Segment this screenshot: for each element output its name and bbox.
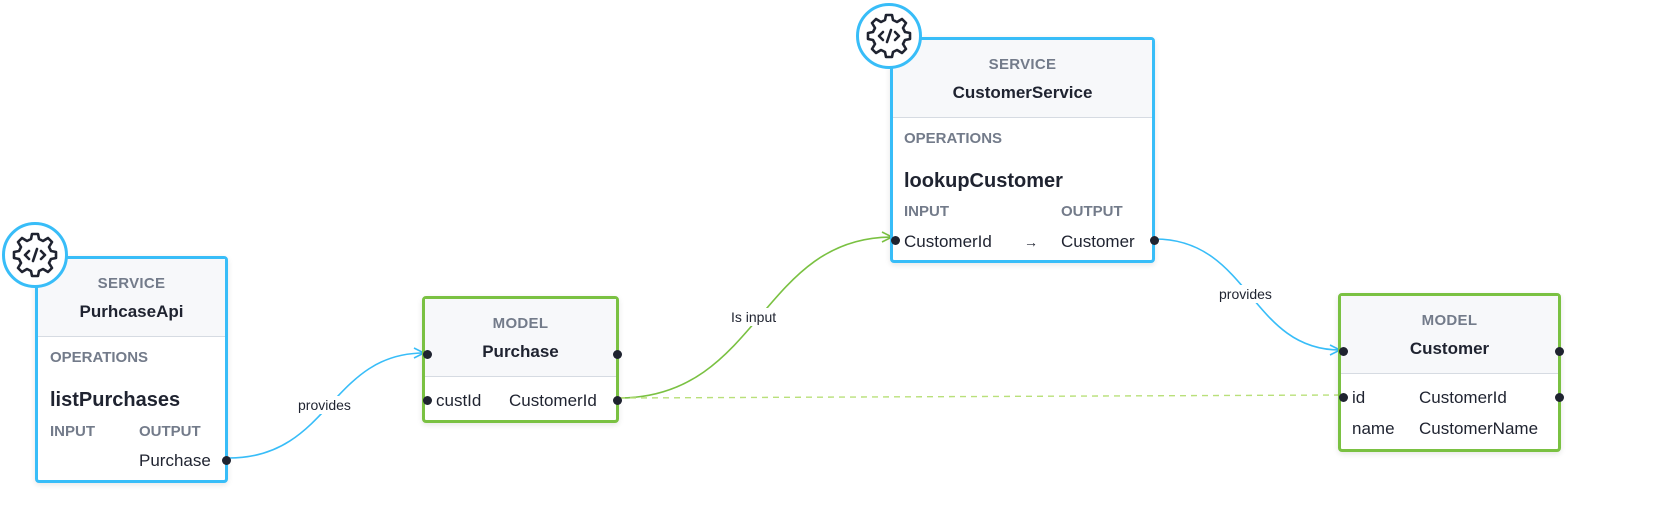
node-header: MODEL Customer xyxy=(1341,296,1558,374)
output-port[interactable] xyxy=(1150,236,1159,245)
gear-code-icon xyxy=(856,3,922,69)
node-name: PurhcaseApi xyxy=(79,302,184,321)
field-name: custId xyxy=(436,391,482,410)
operations-label: OPERATIONS xyxy=(904,130,1003,147)
output-port[interactable] xyxy=(222,456,231,465)
node-header: SERVICE PurhcaseApi xyxy=(38,259,225,337)
input-label: INPUT xyxy=(904,203,949,220)
service-node-customer-service[interactable]: SERVICE CustomerService OPERATIONS looku… xyxy=(890,37,1159,263)
node-header: SERVICE CustomerService xyxy=(893,40,1152,118)
input-port[interactable] xyxy=(891,236,900,245)
field-name: id xyxy=(1352,388,1366,407)
edge-custid-to-id-dashed[interactable] xyxy=(618,394,1342,399)
operation-name: lookupCustomer xyxy=(904,170,1063,192)
edge-label-is-input: Is input xyxy=(727,308,781,326)
io-arrow: → xyxy=(1024,234,1038,250)
node-kind: SERVICE xyxy=(988,56,1057,73)
field-type: CustomerId xyxy=(509,391,597,410)
field-name: name xyxy=(1352,419,1395,438)
operations-label: OPERATIONS xyxy=(50,349,149,366)
node-kind: MODEL xyxy=(1421,312,1478,329)
field-port-right[interactable] xyxy=(613,396,622,405)
node-kind: SERVICE xyxy=(97,275,166,292)
field-type: CustomerId xyxy=(1419,388,1507,407)
node-name: Purchase xyxy=(482,342,559,361)
node-header: MODEL Purchase xyxy=(425,299,616,377)
model-node-customer[interactable]: MODEL Customer id CustomerId name Custom… xyxy=(1338,293,1564,452)
node-name: Customer xyxy=(1409,339,1490,358)
input-port[interactable] xyxy=(1339,347,1348,356)
field-port-right[interactable] xyxy=(1555,393,1564,402)
gear-code-icon xyxy=(2,222,68,288)
field-port-left[interactable] xyxy=(423,396,432,405)
edge-label-provides-1: provides xyxy=(294,396,355,414)
output-label: OUTPUT xyxy=(1061,203,1123,220)
node-name: CustomerService xyxy=(952,83,1093,102)
input-port[interactable] xyxy=(423,350,432,359)
output-port[interactable] xyxy=(1555,347,1564,356)
output-label: OUTPUT xyxy=(139,423,201,440)
input-type: CustomerId xyxy=(904,232,992,251)
field-type: CustomerName xyxy=(1419,419,1539,438)
output-port[interactable] xyxy=(613,350,622,359)
node-kind: MODEL xyxy=(492,315,549,332)
operation-name: listPurchases xyxy=(50,389,181,411)
input-label: INPUT xyxy=(50,423,95,440)
edge-label-provides-2: provides xyxy=(1215,285,1276,303)
field-port-left[interactable] xyxy=(1339,393,1348,402)
output-type: Purchase xyxy=(139,451,211,470)
output-type: Customer xyxy=(1061,232,1135,251)
service-node-purchase-api[interactable]: SERVICE PurhcaseApi OPERATIONS listPurch… xyxy=(35,256,231,483)
model-node-purchase[interactable]: MODEL Purchase custId CustomerId xyxy=(422,296,622,423)
